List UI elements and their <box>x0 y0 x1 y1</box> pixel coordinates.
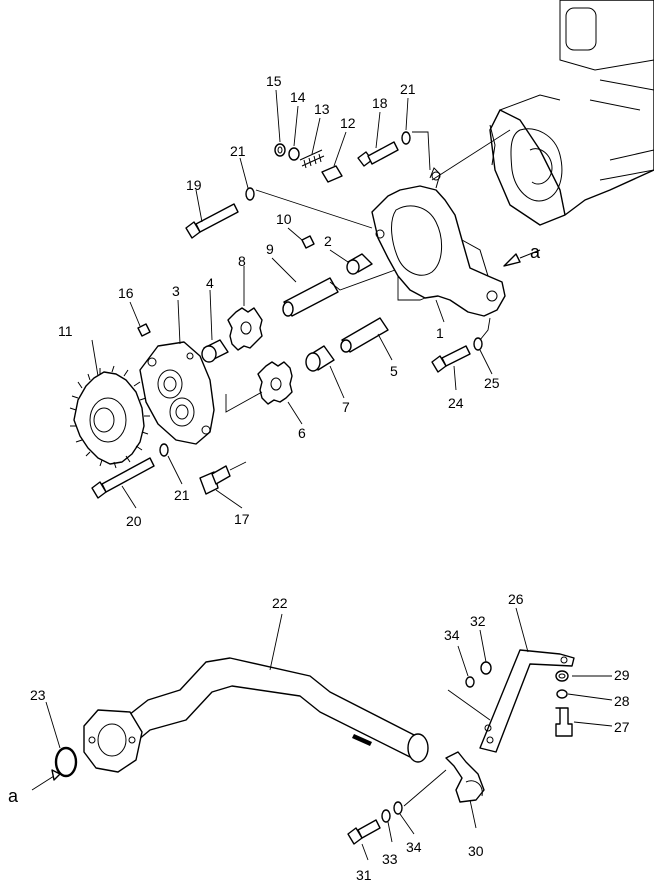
bolt-24 <box>431 345 471 373</box>
gear-8 <box>227 307 263 351</box>
callout-30: 30 <box>468 843 484 859</box>
bolt-17 <box>199 465 231 495</box>
bolt-19 <box>185 203 239 239</box>
leader-lines-upper <box>91 89 541 509</box>
bolt-31 <box>347 819 381 845</box>
connection-mark-bottom: a <box>8 786 19 806</box>
callout-21-top: 21 <box>400 81 416 97</box>
callout-34-upper: 34 <box>444 627 460 643</box>
bolt-18 <box>357 141 399 167</box>
callout-33: 33 <box>382 851 398 867</box>
callout-9: 9 <box>266 241 274 257</box>
washer-21-low <box>159 443 169 457</box>
engine-block <box>489 0 654 226</box>
washer-25 <box>473 337 483 351</box>
callout-32: 32 <box>470 613 486 629</box>
bolt-20 <box>91 457 155 499</box>
callout-2: 2 <box>324 233 332 249</box>
callout-22: 22 <box>272 595 288 611</box>
bushing-2 <box>346 253 373 275</box>
callout-11: 11 <box>58 323 73 339</box>
callout-12: 12 <box>340 115 356 131</box>
callout-18: 18 <box>372 95 388 111</box>
washer-33 <box>381 809 391 823</box>
callout-1: 1 <box>436 325 444 341</box>
callout-29: 29 <box>614 667 630 683</box>
connection-mark-top: a <box>530 242 541 262</box>
callout-5: 5 <box>390 363 398 379</box>
callout-13: 13 <box>314 101 330 117</box>
callout-8: 8 <box>238 253 246 269</box>
o-ring-23 <box>54 746 78 778</box>
bracket-26 <box>479 649 575 753</box>
pin-16 <box>137 323 151 337</box>
callout-3: 3 <box>172 283 180 299</box>
callout-21-low: 21 <box>174 487 190 503</box>
callout-15: 15 <box>266 73 282 89</box>
shaft-5 <box>340 317 389 353</box>
callout-20: 20 <box>126 513 142 529</box>
drive-gear-11 <box>69 365 150 469</box>
callout-17: 17 <box>234 511 250 527</box>
oil-pump-body <box>371 167 506 317</box>
nut-32 <box>480 661 492 675</box>
pin-10 <box>301 235 315 249</box>
callout-14: 14 <box>290 89 306 105</box>
callout-10: 10 <box>276 211 292 227</box>
suction-pipe-22 <box>83 657 429 773</box>
leader-lines-lower <box>31 607 613 861</box>
callout-6: 6 <box>298 425 306 441</box>
callout-16: 16 <box>118 285 134 301</box>
gear-6 <box>257 361 293 405</box>
callout-labels: 1 2 3 4 5 6 7 8 9 10 11 12 13 14 15 16 1… <box>8 73 630 882</box>
relief-valve-parts <box>274 143 343 183</box>
bushing-4 <box>201 339 229 363</box>
callout-25: 25 <box>484 375 500 391</box>
clamp-30 <box>445 751 485 803</box>
washer-21-top <box>401 131 411 145</box>
callout-26: 26 <box>508 591 524 607</box>
callout-19: 19 <box>186 177 202 193</box>
callout-28: 28 <box>614 693 630 709</box>
callout-31: 31 <box>356 867 372 882</box>
washer-21-mid <box>245 187 255 201</box>
callout-7: 7 <box>342 399 350 415</box>
callout-21-mid: 21 <box>230 143 246 159</box>
callout-27: 27 <box>614 719 630 735</box>
bolt-27-stack <box>555 670 573 737</box>
callout-24: 24 <box>448 395 464 411</box>
bushing-7 <box>305 345 335 372</box>
shaft-9 <box>282 277 339 317</box>
callout-34-lower: 34 <box>406 839 422 855</box>
washer-34-lower <box>393 801 403 815</box>
washer-34-upper <box>465 676 475 688</box>
callout-23: 23 <box>30 687 46 703</box>
callout-4: 4 <box>206 275 214 291</box>
